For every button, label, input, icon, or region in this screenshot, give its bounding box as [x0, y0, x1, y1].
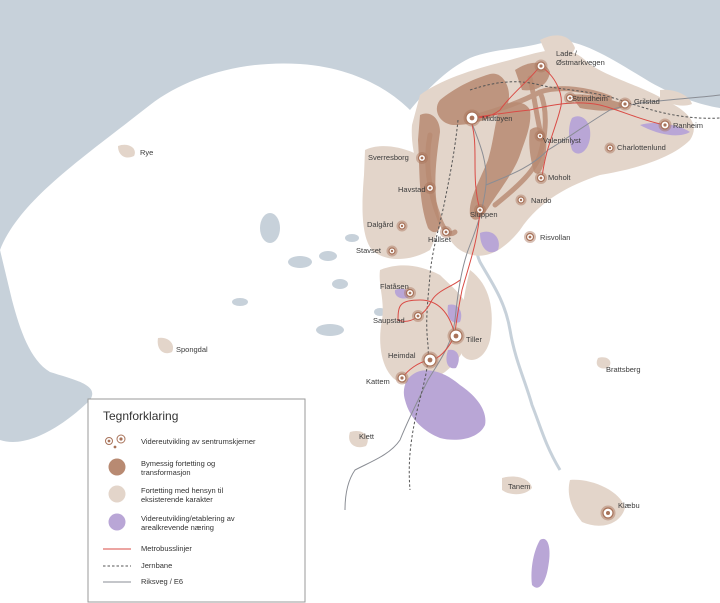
place-label-sverresborg: Sverresborg — [368, 153, 409, 162]
place-label-spongdal: Spongdal — [176, 345, 208, 354]
centre-marker-dot — [453, 333, 459, 339]
place-label-saupstad: Saupstad — [373, 316, 405, 325]
centre-marker-dot — [568, 96, 572, 100]
place-label-lade: Lade / — [556, 49, 578, 58]
lake — [345, 234, 359, 242]
place-label-sluppen: Sluppen — [470, 210, 498, 219]
centre-marker-dot — [538, 134, 542, 138]
legend-box — [87, 398, 306, 603]
centre-marker-dot — [608, 146, 612, 150]
centre-marker-dot — [606, 511, 610, 515]
lake — [232, 298, 248, 306]
place-label-risvollan: Risvollan — [540, 233, 570, 242]
centre-marker-dot — [416, 314, 420, 318]
centre-marker-dot — [444, 230, 448, 234]
place-label-klaebu: Klæbu — [618, 501, 640, 510]
place-label-charlottenlund: Charlottenlund — [617, 143, 666, 152]
railway — [408, 81, 720, 491]
place-label-strindheim: Strindheim — [572, 94, 608, 103]
place-label-tanem: Tanem — [508, 482, 531, 491]
legend: Tegnforklaring Videreutvikling av sentru… — [87, 398, 306, 603]
legend-title: Tegnforklaring — [103, 409, 178, 423]
legend-urban-label: transformasjon — [141, 468, 191, 477]
legend-road-label: Riksveg / E6 — [141, 577, 183, 586]
place-label-dalgard: Dalgård — [367, 220, 393, 229]
lake — [332, 279, 348, 289]
centre-marker-dot — [519, 198, 523, 202]
place-label-havstad: Havstad — [398, 185, 426, 194]
centre-marker-dot — [390, 249, 394, 253]
place-label-flatasen: Flatåsen — [380, 282, 409, 291]
centre-markers — [386, 59, 672, 521]
legend-urban-symbol — [108, 458, 126, 476]
place-label-hallset: Hallset — [428, 235, 452, 244]
place-label-lade2: Østmarkvegen — [556, 58, 605, 67]
legend-densify-label: eksisterende karakter — [141, 495, 213, 504]
place-label-rye: Rye — [140, 148, 153, 157]
legend-rail-label: Jernbane — [141, 561, 172, 570]
legend-business-label: Videreutvikling/etablering av — [141, 514, 235, 523]
lake — [319, 251, 337, 261]
centre-marker-dot — [478, 208, 482, 212]
place-label-ranheim: Ranheim — [673, 121, 703, 130]
centre-marker-dot — [427, 357, 433, 363]
legend-business-symbol — [108, 513, 126, 531]
legend-centres-symbol — [105, 434, 126, 449]
lake — [288, 256, 312, 268]
place-label-midtbyen: Midtbyen — [482, 114, 512, 123]
lake — [316, 324, 344, 336]
legend-metrobus-label: Metrobusslinjer — [141, 544, 192, 553]
centre-marker-dot — [623, 102, 627, 106]
legend-densify-symbol — [108, 485, 126, 503]
centre-marker-dot — [539, 176, 543, 180]
place-label-grilstad: Grilstad — [634, 97, 660, 106]
legend-centres-label: Videreutvikling av sentrumskjerner — [141, 437, 256, 446]
place-label-stavset: Stavset — [356, 246, 382, 255]
legend-densify-label: Fortetting med hensyn til — [141, 486, 223, 495]
centre-marker-dot — [428, 186, 432, 190]
legend-business-label: arealkrevende næring — [141, 523, 214, 532]
place-label-moholt: Moholt — [548, 173, 571, 182]
centre-marker-dot — [539, 64, 543, 68]
place-label-klett: Klett — [359, 432, 375, 441]
centre-marker-dot — [400, 224, 404, 228]
centre-marker-dot — [469, 115, 475, 121]
centre-marker-dot — [420, 156, 424, 160]
lake — [260, 213, 280, 243]
place-label-nardo: Nardo — [531, 196, 551, 205]
legend-urban-label: Bymessig fortetting og — [141, 459, 215, 468]
centre-marker-dot — [663, 123, 667, 127]
place-label-brattsberg: Brattsberg — [606, 365, 641, 374]
centre-marker-dot — [408, 291, 412, 295]
place-label-kattem: Kattem — [366, 377, 390, 386]
centre-marker-dot — [528, 235, 532, 239]
place-label-heimdal: Heimdal — [388, 351, 416, 360]
centre-marker-dot — [400, 376, 404, 380]
urban-core-edges — [425, 75, 613, 236]
place-label-valentinlyst: Valentinlyst — [543, 136, 582, 145]
place-label-tiller: Tiller — [466, 335, 482, 344]
